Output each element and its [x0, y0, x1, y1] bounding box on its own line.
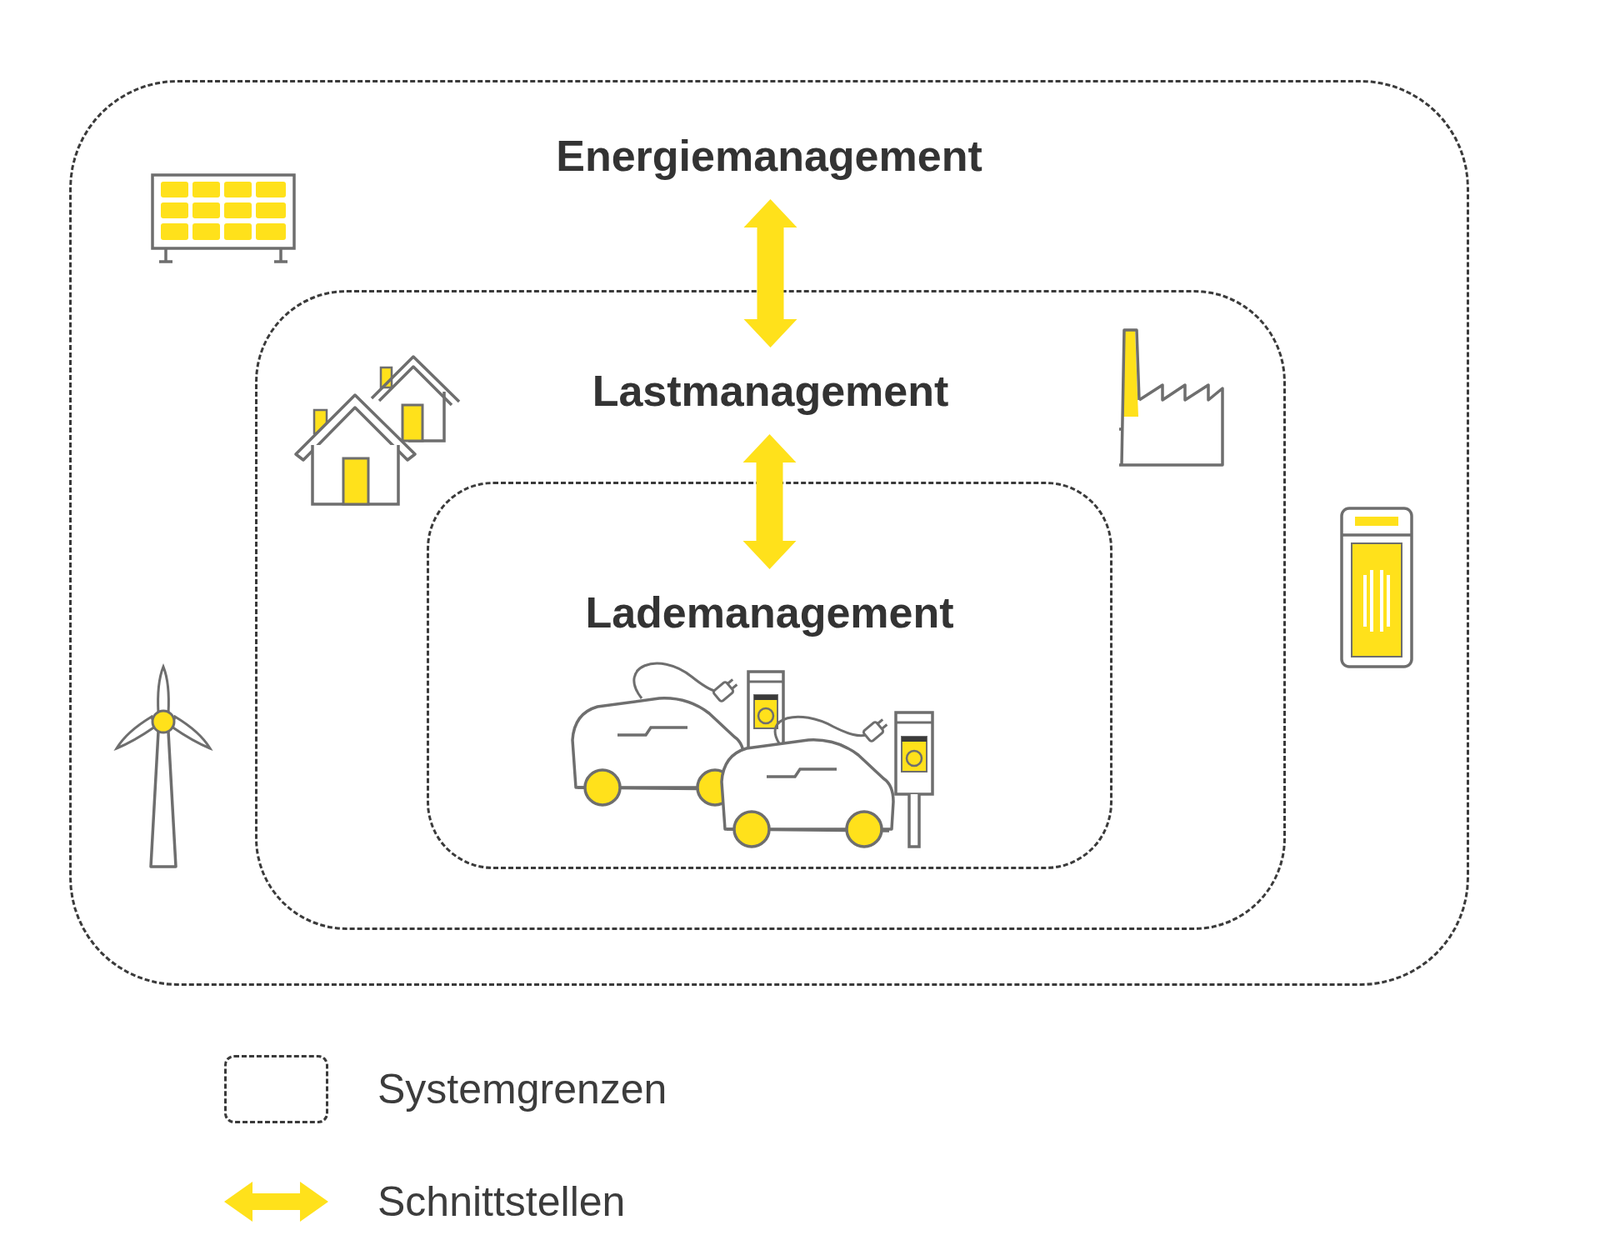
charging-station-part	[758, 708, 774, 724]
solar-panel-icon-part-part	[255, 223, 286, 240]
charging-cars-icon-part	[712, 676, 740, 702]
charging-cars-icon-part	[634, 663, 717, 699]
battery-icon-part	[1351, 543, 1402, 657]
houses-icon-part	[312, 445, 399, 505]
boundary-title: Lademanagement	[429, 587, 1110, 638]
charging-station	[895, 712, 933, 847]
system-boundary: Lademanagement	[426, 481, 1113, 870]
solar-panel-icon-part-part	[192, 223, 220, 240]
legend-boundary-sample	[224, 1055, 329, 1124]
solar-panel-icon-part	[159, 248, 288, 262]
houses-icon	[295, 356, 460, 505]
charging-cars-icon	[572, 663, 933, 847]
houses-icon-part	[371, 356, 460, 405]
factory-icon	[1119, 330, 1223, 465]
houses-icon-part	[314, 410, 327, 434]
charging-cars-icon-part	[572, 698, 745, 805]
charging-station-part	[748, 680, 784, 684]
legend: SystemgrenzenSchnittstellen	[224, 1053, 975, 1245]
houses-icon-part	[343, 458, 369, 505]
houses-icon-part	[402, 405, 423, 441]
charging-cars-icon-part-part	[727, 679, 737, 689]
solar-panel-icon-part-part	[192, 181, 220, 198]
factory-icon-part	[1121, 330, 1140, 465]
charging-cars-icon-part-part	[877, 719, 887, 729]
houses-icon-part	[380, 367, 392, 388]
boundary-title: Energiemanagement	[71, 130, 1467, 181]
charging-station-part	[909, 794, 920, 847]
legend-label: Systemgrenzen	[377, 1053, 667, 1125]
system-boundary: LastmanagementLademanagement	[255, 290, 1286, 930]
factory-icon-part	[1119, 427, 1122, 431]
wind-turbine-icon-part	[152, 710, 175, 733]
solar-panel-icon-part	[160, 181, 286, 240]
charging-station-part	[906, 750, 922, 766]
system-boundary: EnergiemanagementLastmanagementLademanag…	[69, 80, 1470, 986]
legend-row: Schnittstellen	[224, 1165, 975, 1238]
interface-arrow	[743, 434, 797, 570]
wind-turbine-icon-part	[171, 716, 210, 749]
charging-station	[748, 671, 784, 760]
houses-icon-part	[295, 395, 415, 460]
charging-cars-icon-part	[721, 740, 894, 847]
battery-icon-part	[1355, 516, 1399, 526]
solar-panel-icon	[152, 175, 295, 262]
solar-panel-icon-part-part	[160, 181, 189, 198]
solar-panel-icon-part-part	[255, 202, 286, 219]
solar-panel-icon-part-part	[160, 223, 189, 240]
factory-icon-part	[1121, 330, 1139, 417]
legend-arrow-shape	[224, 1181, 329, 1222]
charging-station-part	[895, 721, 933, 725]
battery-icon-part	[1341, 533, 1412, 537]
solar-panel-icon-part-part	[224, 202, 252, 219]
legend-row: Systemgrenzen	[224, 1053, 975, 1125]
charging-cars-icon-part-part	[712, 680, 735, 702]
battery-icon-part	[1341, 508, 1412, 667]
factory-icon-part	[1119, 385, 1223, 465]
wind-turbine-icon-part	[116, 716, 155, 749]
legend-arrow-sample	[224, 1165, 333, 1238]
battery-icon	[1341, 508, 1412, 667]
charging-cars-icon-part	[862, 716, 890, 742]
houses-icon-part	[408, 391, 445, 441]
solar-panel-icon-part	[152, 175, 295, 249]
wind-turbine-icon	[116, 666, 210, 867]
solar-panel-icon-part-part	[224, 223, 252, 240]
charging-station-part	[901, 736, 927, 772]
boundary-title: Lastmanagement	[257, 365, 1284, 416]
charging-station-part	[754, 695, 778, 729]
charging-station-part	[895, 712, 933, 795]
charging-station-part	[748, 671, 784, 760]
legend-label: Schnittstellen	[377, 1165, 625, 1238]
solar-panel-icon-part-part	[255, 181, 286, 198]
charging-cars-icon-part	[775, 716, 867, 744]
battery-icon-part	[1365, 570, 1389, 632]
solar-panel-icon-part-part	[192, 202, 220, 219]
charging-station-part	[901, 736, 927, 742]
wind-turbine-icon-part	[150, 731, 176, 867]
solar-panel-icon-part-part	[224, 181, 252, 198]
interface-arrow	[744, 199, 798, 348]
wind-turbine-icon-part	[158, 666, 170, 714]
charging-cars-icon-part-part	[862, 720, 885, 742]
charging-station-part	[754, 695, 778, 700]
solar-panel-icon-part-part	[160, 202, 189, 219]
